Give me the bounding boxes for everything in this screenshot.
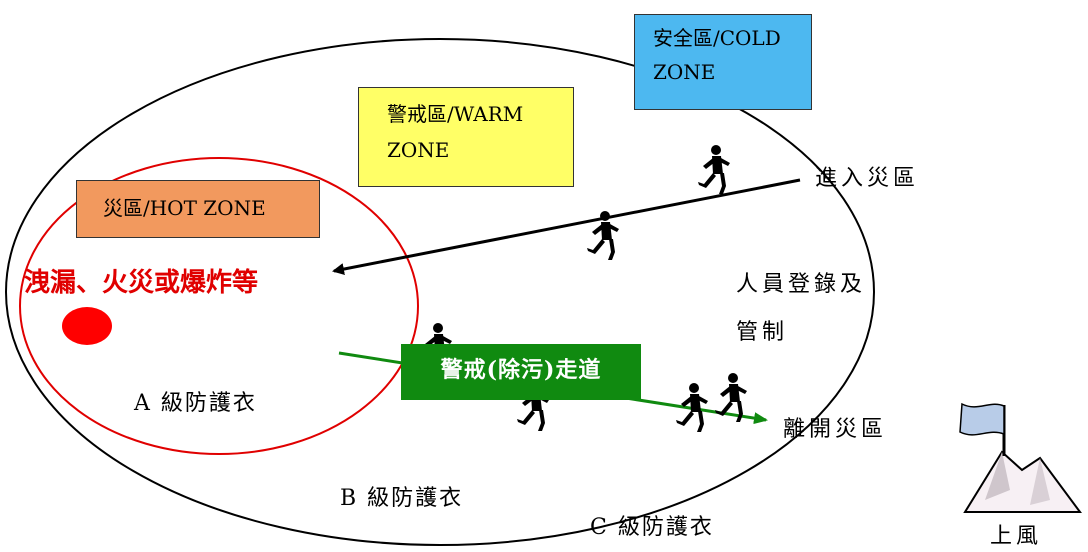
hot-zone-box: 災區/HOT ZONE	[76, 180, 320, 238]
cold-zone-label-line1: 安全區/COLD	[653, 26, 781, 50]
warm-zone-label-line1: 警戒區/WARM	[387, 102, 524, 126]
level-a-label: A 級防護衣	[134, 391, 257, 416]
upwind-label: 上風	[990, 524, 1043, 549]
enter-arrow	[332, 178, 801, 275]
incident-dot	[62, 307, 112, 345]
running-person-icon	[698, 145, 730, 194]
hot-zone-ring	[19, 157, 419, 455]
registration-label-line1: 人員登錄及	[736, 272, 867, 297]
running-person-icon	[587, 211, 619, 260]
cold-zone-box: 安全區/COLD ZONE	[634, 14, 812, 110]
flag-mountain-icon	[959, 402, 1082, 513]
registration-label-line2: 管制	[736, 320, 789, 345]
level-c-label: C 級防護衣	[590, 515, 714, 540]
registration-label: 人員登錄及 管制	[736, 261, 866, 357]
decon-corridor-label: 警戒(除污)走道	[401, 344, 641, 400]
hot-zone-label: 災區/HOT ZONE	[103, 196, 266, 220]
cold-zone-label-line2: ZONE	[653, 60, 716, 84]
warm-zone-label-line2: ZONE	[387, 138, 450, 162]
warm-zone-box: 警戒區/WARM ZONE	[358, 87, 574, 187]
level-b-label: B 級防護衣	[340, 486, 464, 511]
incident-label: 洩漏、火災或爆炸等	[24, 268, 259, 298]
exit-zone-label: 離開災區	[783, 417, 888, 442]
outer-zone-ring	[5, 38, 875, 546]
enter-zone-label: 進入災區	[815, 166, 920, 191]
